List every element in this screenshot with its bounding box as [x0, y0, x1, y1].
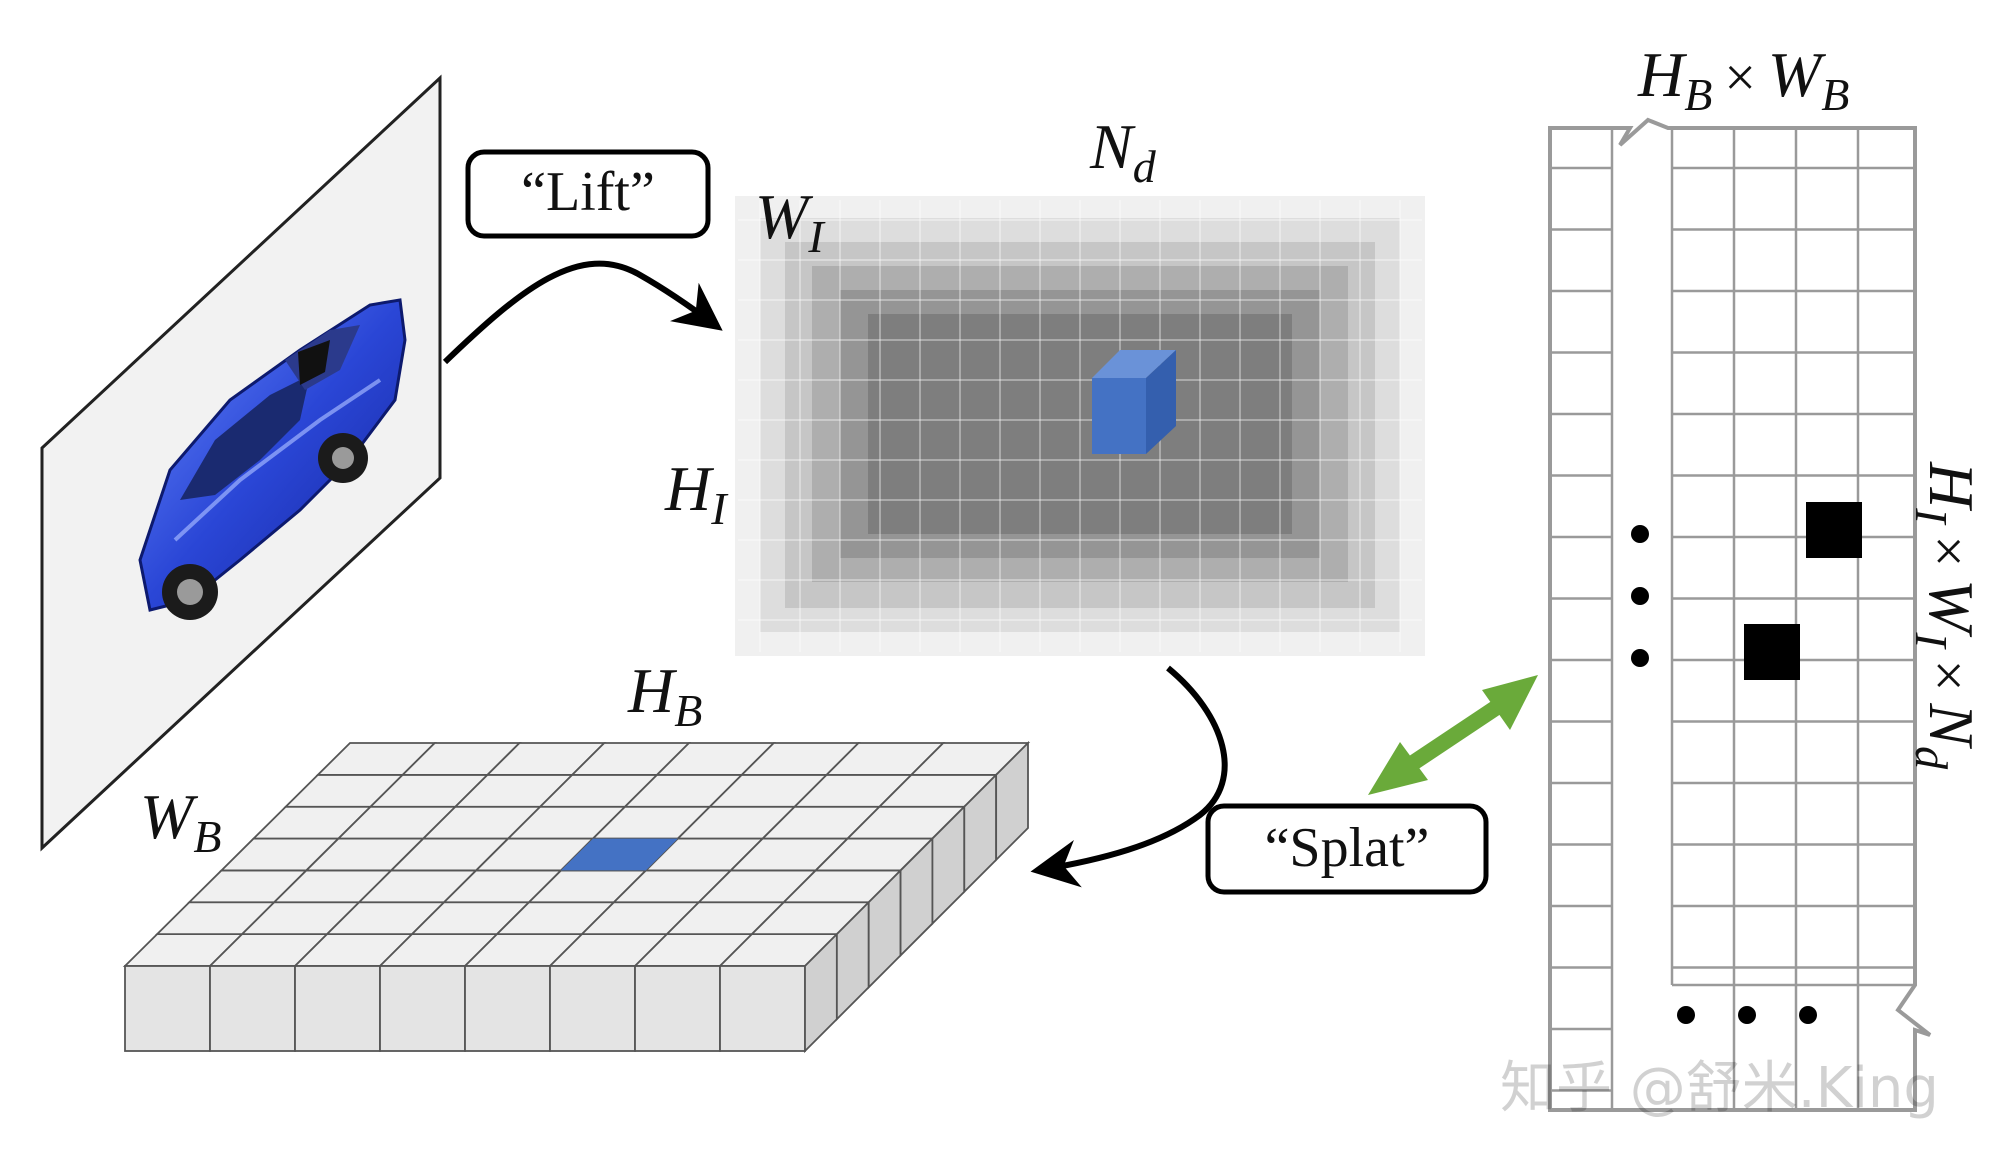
bev-front-cell [209, 965, 296, 1052]
matrix-vertical-ellipsis [1631, 525, 1649, 667]
bev-front-cell [379, 965, 466, 1052]
blue-car-icon [138, 298, 407, 620]
bev-grid [122, 740, 1031, 1054]
splat-label: “Splat” [1265, 817, 1430, 879]
matrix-horizontal-ellipsis [1677, 1006, 1817, 1024]
bev-front-cell [719, 965, 806, 1052]
watermark: 知乎 @舒米.King [1500, 1056, 1939, 1121]
frustum-grid [738, 200, 1422, 652]
matrix-filled-cell [1744, 624, 1800, 680]
splat-label-box: “Splat” [1205, 803, 1489, 895]
bev-front-cell [634, 965, 721, 1052]
splat-arrow [1030, 665, 1228, 888]
bev-width-label: WB [140, 781, 221, 862]
sparse-matrix [1548, 117, 1932, 1112]
matrix-filled-cell [1806, 502, 1862, 558]
bev-grid-front [124, 965, 806, 1052]
frustum-depth-label: Nd [1089, 111, 1157, 192]
bev-front-cell [464, 965, 551, 1052]
frustum-width-label: WI [755, 181, 826, 262]
matrix-frame [1548, 117, 1932, 1112]
frustum-height-label: HI [664, 453, 729, 534]
highlighted-voxel [1092, 350, 1176, 454]
lift-label: “Lift” [521, 161, 655, 223]
frustum-feature-volume [735, 196, 1425, 656]
bev-highlighted-cell [561, 838, 678, 871]
bev-front-cell [124, 965, 211, 1052]
matrix-top-label: HB×WB [1637, 39, 1849, 120]
lift-label-box: “Lift” [465, 149, 711, 239]
matrix-grid [1548, 117, 1932, 1112]
bev-front-cell [549, 965, 636, 1052]
bev-grid-side [804, 740, 1029, 1054]
lift-arrow [442, 260, 723, 365]
camera-image-plane [40, 74, 442, 852]
matrix-side-label: HI×WI×Nd [1906, 461, 1987, 770]
bev-side-cell [995, 740, 1029, 863]
double-arrow-icon [1368, 675, 1538, 795]
bev-front-cell [294, 965, 381, 1052]
bev-height-label: HB [627, 655, 702, 736]
